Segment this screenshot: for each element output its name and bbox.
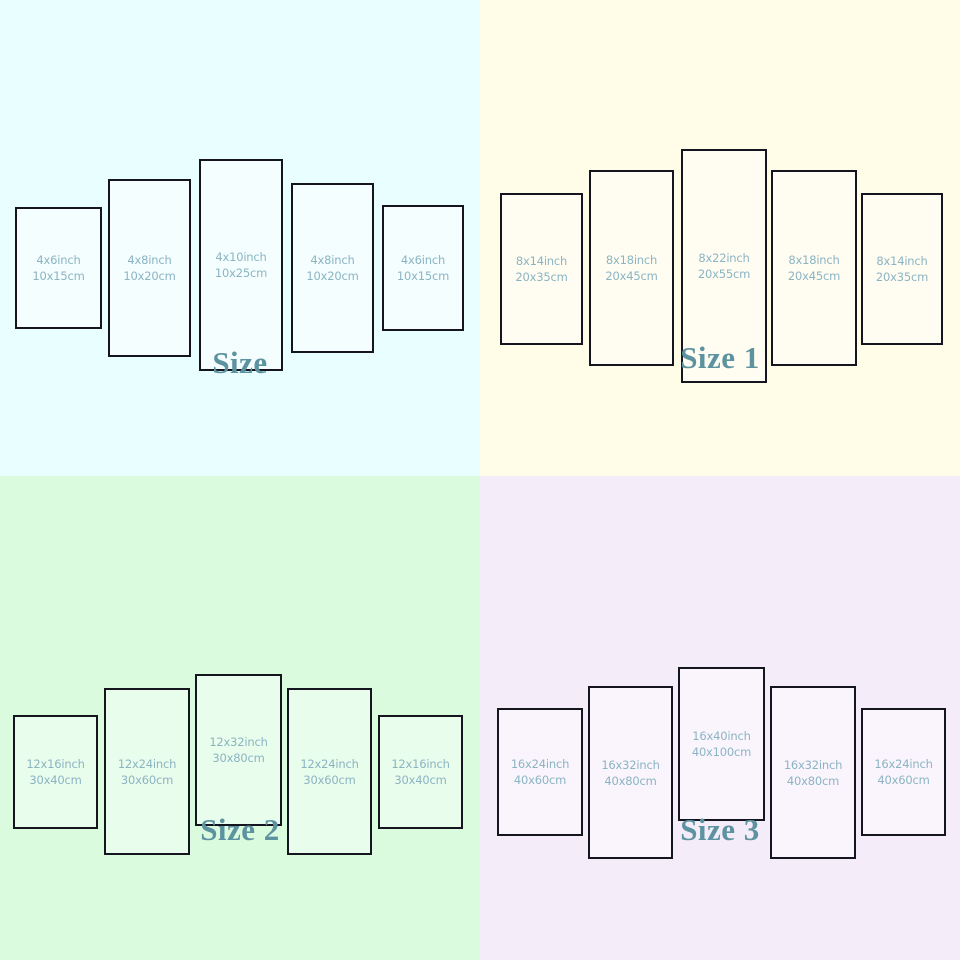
panel-size-inch: 16x24inch xyxy=(510,757,570,771)
panel-size-cm: 10x20cm xyxy=(123,269,176,283)
panel-size-cm: 20x35cm xyxy=(875,270,929,284)
panel-size-inch: 8x18inch xyxy=(788,253,840,267)
panel-group: 8x14inch 20x35cm 8x18inch 20x45cm 8x22inch 20… xyxy=(480,65,960,405)
panel-size-cm: 10x25cm xyxy=(214,266,268,280)
panel-size-inch: 12x24inch xyxy=(300,756,359,771)
panel-size-inch: 4x6inch xyxy=(36,253,81,267)
panel-size-cm: 30x40cm xyxy=(394,773,447,787)
panel-size-label: 12x16inch 30x40cm xyxy=(26,756,85,788)
panel-size-label: 8x14inch 20x35cm xyxy=(515,253,567,285)
panel-size-cm: 40x80cm xyxy=(786,773,840,788)
panel-size-inch: 12x16inch xyxy=(391,757,450,771)
panel-size-inch: 4x10inch xyxy=(215,250,267,264)
panel-size-inch: 4x8inch xyxy=(127,253,172,267)
panel-size-label: 4x8inch 10x20cm xyxy=(123,252,175,284)
size-chart-variant-2-panel-1[interactable]: 12x16inch 30x40cm xyxy=(13,715,98,829)
panel-size-cm: 10x15cm xyxy=(32,269,85,283)
panel-size-label: 12x32inch 30x80cm xyxy=(209,734,268,766)
panel-size-cm: 20x45cm xyxy=(787,269,841,283)
size-chart-variant-1-panel-1[interactable]: 8x14inch 20x35cm xyxy=(500,193,583,345)
panel-size-label: 4x8inch 10x20cm xyxy=(306,252,358,284)
panel-size-inch: 8x18inch xyxy=(605,253,658,267)
quadrant-title: Size 1 xyxy=(680,340,760,375)
size-chart-variant-0-panel-5[interactable]: 4x6inch 10x15cm xyxy=(382,205,464,331)
panel-size-inch: 8x14inch xyxy=(876,254,928,268)
panel-size-cm: 20x35cm xyxy=(515,270,568,284)
panel-size-label: 4x10inch 10x25cm xyxy=(215,249,267,281)
size-chart-variant-0[interactable]: 4x6inch 10x15cm 4x8inch 10x20cm 4x10inch 10x2… xyxy=(0,0,480,476)
size-chart-variant-0-panel-1[interactable]: 4x6inch 10x15cm xyxy=(15,207,102,329)
panel-size-label: 4x6inch 10x15cm xyxy=(32,252,84,284)
size-chart-variant-0-panel-3[interactable]: 4x10inch 10x25cm xyxy=(199,159,283,371)
panel-size-inch: 12x16inch xyxy=(26,757,85,771)
panel-size-cm: 30x60cm xyxy=(120,772,174,787)
size-chart-variant-3-panel-5[interactable]: 16x24inch 40x60cm xyxy=(861,708,946,836)
panel-size-cm: 20x45cm xyxy=(605,269,658,283)
panel-size-cm: 10x20cm xyxy=(306,269,359,283)
panel-size-label: 8x18inch 20x45cm xyxy=(605,252,657,284)
panel-size-cm: 40x60cm xyxy=(513,773,567,787)
quadrant-title: Size 3 xyxy=(680,812,760,847)
panel-size-inch: 16x32inch xyxy=(783,757,843,772)
panel-size-label: 4x6inch 10x15cm xyxy=(397,252,449,284)
panel-size-label: 12x16inch 30x40cm xyxy=(391,756,450,788)
size-chart-variant-1-panel-5[interactable]: 8x14inch 20x35cm xyxy=(861,193,943,345)
panel-size-inch: 16x40inch xyxy=(692,729,751,743)
panel-group: 4x6inch 10x15cm 4x8inch 10x20cm 4x10inch 10x2… xyxy=(0,62,480,402)
size-chart-variant-3-panel-1[interactable]: 16x24inch 40x60cm xyxy=(497,708,583,836)
panel-size-cm: 20x55cm xyxy=(697,267,751,281)
panel-size-inch: 4x6inch xyxy=(400,253,446,267)
size-chart-variant-0-panel-2[interactable]: 4x8inch 10x20cm xyxy=(108,179,191,357)
panel-size-inch: 16x24inch xyxy=(874,757,933,771)
panel-size-cm: 10x15cm xyxy=(396,269,450,283)
panel-size-inch: 12x24inch xyxy=(117,756,177,771)
panel-size-label: 8x14inch 20x35cm xyxy=(876,253,928,285)
panel-size-label: 16x24inch 40x60cm xyxy=(510,756,570,788)
panel-size-label: 8x22inch 20x55cm xyxy=(698,250,750,282)
panel-size-label: 16x24inch 40x60cm xyxy=(874,756,933,788)
panel-size-inch: 4x8inch xyxy=(310,253,355,267)
panel-size-cm: 30x80cm xyxy=(212,751,265,765)
size-chart-variant-1-panel-2[interactable]: 8x18inch 20x45cm xyxy=(589,170,674,366)
panel-size-inch: 12x32inch xyxy=(209,735,268,749)
size-chart-variant-2-panel-5[interactable]: 12x16inch 30x40cm xyxy=(378,715,463,829)
panel-size-cm: 30x40cm xyxy=(29,773,82,787)
panel-size-cm: 40x100cm xyxy=(691,745,752,759)
panel-size-inch: 8x22inch xyxy=(698,251,750,265)
panel-size-label: 8x18inch 20x45cm xyxy=(788,252,840,284)
size-chart-variant-1[interactable]: 8x14inch 20x35cm 8x18inch 20x45cm 8x22inch 20… xyxy=(480,0,960,476)
size-chart-variant-3-panel-3[interactable]: 16x40inch 40x100cm xyxy=(678,667,765,821)
size-chart-variant-1-panel-3[interactable]: 8x22inch 20x55cm xyxy=(681,149,767,383)
panel-size-inch: 16x32inch xyxy=(601,757,660,772)
panel-size-label: 16x40inch 40x100cm xyxy=(691,728,752,760)
size-chart-variant-0-panel-4[interactable]: 4x8inch 10x20cm xyxy=(291,183,374,353)
panel-size-cm: 40x60cm xyxy=(877,773,930,787)
panel-size-inch: 8x14inch xyxy=(515,254,568,268)
quadrant-title: Size xyxy=(212,345,268,380)
size-chart-variant-2-panel-3[interactable]: 12x32inch 30x80cm xyxy=(195,674,282,826)
panel-size-cm: 30x60cm xyxy=(303,772,356,787)
quadrant-title: Size 2 xyxy=(200,812,280,847)
size-chart-variant-1-panel-4[interactable]: 8x18inch 20x45cm xyxy=(771,170,857,366)
panel-size-cm: 40x80cm xyxy=(604,773,657,788)
